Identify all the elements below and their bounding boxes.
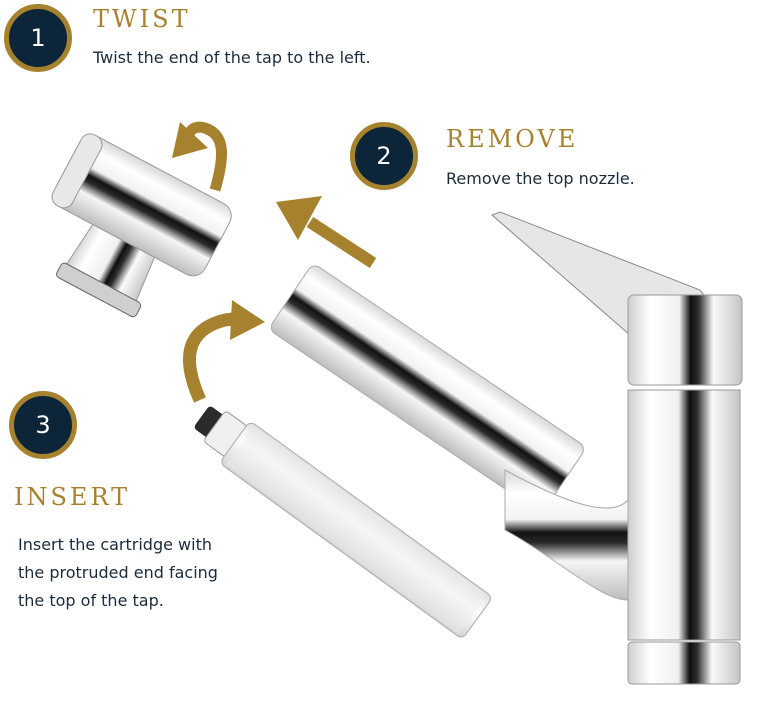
step-1-title: TWIST <box>93 5 191 33</box>
step-2-description: Remove the top nozzle. <box>446 169 635 188</box>
step-3-title: INSERT <box>14 483 131 511</box>
rotate-left-arrow-icon <box>182 121 228 192</box>
nozzle-head <box>51 133 232 318</box>
step-3-description: Insert the cartridge with the protruded … <box>18 531 218 615</box>
filter-cartridge <box>194 406 491 638</box>
faucet-body <box>491 211 744 685</box>
step-3-description-line-1: Insert the cartridge with <box>18 535 212 554</box>
step-3-description-line-2: the protruded end facing <box>18 563 218 582</box>
step-2-badge: 2 <box>350 122 418 190</box>
step-2-title: REMOVE <box>446 125 579 153</box>
rotate-left-arrowhead <box>172 122 208 158</box>
step-1-description: Twist the end of the tap to the left. <box>93 48 371 67</box>
step-2-number: 2 <box>376 142 392 170</box>
step-1-number: 1 <box>30 24 46 52</box>
straight-arrow-head <box>276 196 322 240</box>
step-3-badge: 3 <box>9 391 77 459</box>
step-3-number: 3 <box>35 411 51 439</box>
curved-arrow-head <box>230 300 265 340</box>
step-3-description-line-3: the top of the tap. <box>18 591 164 610</box>
step-1-badge: 1 <box>4 4 72 72</box>
